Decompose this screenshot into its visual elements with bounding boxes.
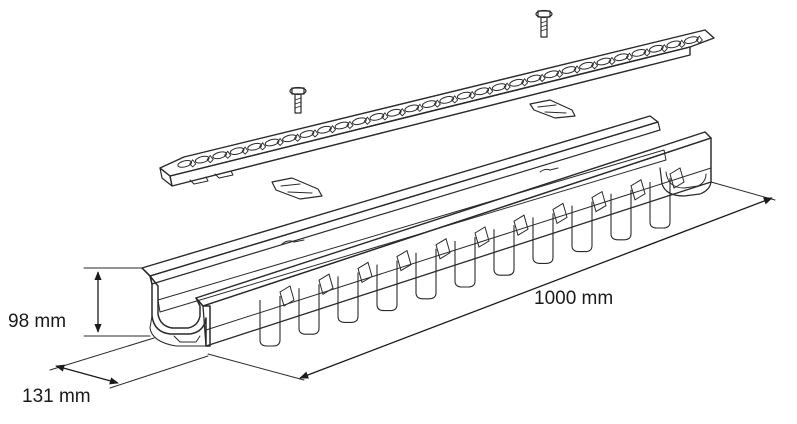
length-label: 1000 mm — [534, 288, 613, 309]
channel-end-profile — [141, 267, 211, 347]
grate-slot-diamond — [416, 103, 424, 113]
grate-slot-diamond — [451, 95, 459, 104]
grate-notch-right — [214, 170, 234, 179]
grate-slot-diamond — [328, 124, 337, 134]
channel-body — [141, 115, 712, 347]
grate-end-cap — [159, 167, 173, 187]
dimension-width: 131 mm — [22, 337, 209, 407]
grate-slot-diamond — [590, 60, 599, 70]
channel-rib — [649, 178, 671, 229]
logo-mark-back — [281, 239, 305, 245]
grate-slot-diamond — [433, 99, 441, 108]
bolt-right — [535, 9, 553, 38]
grate-slot-diamond — [293, 133, 302, 142]
grate-slot-diamond — [555, 69, 564, 78]
channel-rib-tab — [591, 190, 607, 213]
grate-slot-diamond — [206, 154, 214, 164]
grate-notch-left — [189, 176, 209, 185]
grate-slot-diamond — [259, 142, 267, 151]
channel-rib — [493, 225, 515, 276]
height-label: 98 mm — [8, 311, 66, 332]
grate-slot-diamond — [521, 78, 529, 87]
grate-slot-diamond — [241, 146, 249, 155]
grate-slot-diamond — [608, 56, 616, 66]
grate-slot-diamond — [224, 150, 232, 159]
grate-slot-diamond — [695, 35, 703, 44]
grate-slot-diamond — [503, 82, 511, 91]
grate-slot-diamond — [346, 120, 354, 130]
channel-rib-tab — [669, 167, 685, 189]
channel-front-flange — [195, 131, 712, 307]
channel-rib — [415, 248, 437, 300]
channel-rib — [298, 284, 320, 335]
channel-far-end-inner — [665, 171, 707, 189]
grate-slot-diamond — [381, 112, 389, 121]
grate-slot-diamond — [363, 116, 371, 125]
grate-slot-diamond — [678, 39, 686, 49]
channel-rib-tab — [474, 226, 490, 248]
grate-slot-diamond — [311, 129, 319, 138]
channel-end-notch — [173, 335, 201, 343]
channel-rib-tab — [630, 179, 646, 201]
grate-slot-diamond — [538, 73, 546, 83]
channel-rib-tab — [513, 214, 529, 236]
logo-mark-front — [539, 167, 559, 173]
grate-slot-diamond — [189, 159, 197, 168]
locking-clip-left — [271, 177, 323, 200]
bolt-left — [289, 86, 307, 114]
channel-far-end — [659, 131, 712, 197]
channel-rib — [259, 296, 281, 347]
channel-end-foot — [149, 315, 207, 347]
grate-top-face — [159, 29, 715, 177]
channel-rib-tab — [552, 202, 568, 225]
grate — [159, 29, 715, 187]
grate-slot-diamond — [660, 43, 668, 53]
locking-clip-right — [529, 99, 576, 119]
grate-slot-diamond — [468, 90, 476, 100]
grate-slot-diamond — [573, 65, 581, 74]
grate-slot-pattern — [177, 35, 703, 168]
channel-rib-tab — [279, 285, 295, 307]
grate-slot-diamond — [625, 52, 633, 61]
grate-slot-diamond — [398, 107, 406, 117]
grate-slot-diamond — [276, 137, 284, 147]
dimension-height: 98 mm — [8, 267, 151, 337]
grate-slot-diamond — [486, 86, 494, 95]
width-label: 131 mm — [22, 386, 91, 407]
grate-slot-diamond — [643, 48, 651, 57]
dimension-length: 1000 mm — [207, 181, 776, 381]
